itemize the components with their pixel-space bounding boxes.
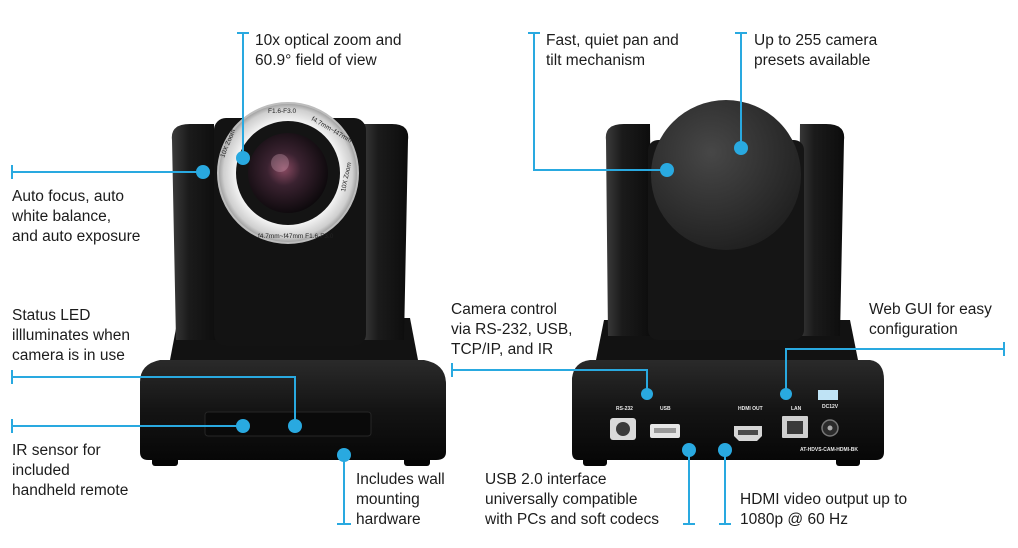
rear-camera: RS-232 USB HDMI OUT LAN DC12V AT-HDVS-CA… [572, 100, 884, 466]
leader-status-led [12, 376, 296, 426]
callout-line: illluminates when [12, 327, 131, 344]
callout-pan-tilt: Fast, quiet pan and tilt mechanism [546, 31, 679, 71]
svg-text:LAN: LAN [791, 406, 802, 412]
callout-line: universally compatible [485, 491, 638, 508]
svg-text:F1.6-F3.0: F1.6-F3.0 [268, 108, 297, 115]
callout-line: with PCs and soft codecs [485, 511, 660, 528]
front-camera: F1.6-F3.0 f4.7mm~f47mm 10X Zoom f4.7mm~f… [140, 102, 446, 466]
callout-line: Includes wall [356, 471, 445, 488]
callout-camera-control: Camera control via RS-232, USB, TCP/IP, … [451, 300, 572, 360]
svg-text:USB: USB [660, 406, 671, 412]
svg-text:f4.7mm~f47mm F1.6-F3.0: f4.7mm~f47mm F1.6-F3.0 [258, 233, 334, 240]
ir-window [204, 411, 372, 437]
callout-line: 10x optical zoom and [255, 32, 402, 49]
callout-line: Camera control [451, 301, 557, 318]
callout-line: handheld remote [12, 482, 129, 499]
callout-wall-mount: Includes wall mounting hardware [356, 470, 445, 530]
callout-status-led: Status LED illluminates when camera is i… [12, 306, 130, 366]
callout-dots [196, 141, 792, 462]
svg-text:RS-232: RS-232 [616, 406, 633, 412]
callout-line: 1080p @ 60 Hz [740, 511, 848, 528]
dot-auto-focus [196, 165, 210, 179]
callout-line: configuration [869, 321, 958, 338]
callout-line: presets available [754, 52, 871, 69]
dot-presets [734, 141, 748, 155]
leader-pan-tilt [533, 33, 667, 171]
callout-line: via RS-232, USB, [451, 321, 573, 338]
dot-camera-control [641, 388, 653, 400]
callout-line: white balance, [12, 208, 112, 225]
callout-line: IR sensor for [12, 442, 101, 459]
front-arm-right [362, 124, 409, 340]
leader-camera-control [452, 369, 648, 394]
svg-text:AT-HDVS-CAM-HDMI-BK: AT-HDVS-CAM-HDMI-BK [800, 447, 858, 453]
dot-ir-sensor [236, 419, 250, 433]
callout-usb-interface: USB 2.0 interface universally compatible… [485, 470, 659, 530]
callout-line: USB 2.0 interface [485, 471, 607, 488]
callout-line: Up to 255 camera [754, 32, 878, 49]
callout-auto-focus: Auto focus, auto white balance, and auto… [12, 187, 140, 247]
rear-port-labels: RS-232 USB HDMI OUT LAN DC12V AT-HDVS-CA… [616, 404, 858, 453]
svg-text:DC12V: DC12V [822, 404, 839, 410]
callout-line: Fast, quiet pan and [546, 32, 679, 49]
callout-line: included [12, 462, 70, 479]
rear-disc [651, 100, 801, 250]
callout-line: tilt mechanism [546, 52, 646, 69]
rear-arm-left [605, 124, 652, 336]
dot-wall-mount [337, 448, 351, 462]
dot-status-led [288, 419, 302, 433]
front-base [140, 360, 446, 460]
callout-lines [11, 32, 1005, 525]
callout-optical-zoom: 10x optical zoom and 60.9° field of view [255, 31, 401, 71]
callout-line: HDMI video output up to [740, 491, 908, 508]
leader-web-gui [785, 348, 1004, 394]
svg-text:HDMI OUT: HDMI OUT [738, 406, 763, 412]
dot-optical-zoom [236, 151, 250, 165]
rear-arm-right [798, 124, 845, 336]
dot-pan-tilt [660, 163, 674, 177]
callout-line: TCP/IP, and IR [451, 341, 554, 358]
callout-line: Web GUI for easy [869, 301, 992, 318]
dot-hdmi [718, 443, 732, 457]
callout-line: Status LED [12, 307, 91, 324]
callout-line: 60.9° field of view [255, 52, 377, 69]
callout-line: and auto exposure [12, 228, 141, 245]
callout-line: Auto focus, auto [12, 188, 125, 205]
callout-line: camera is in use [12, 347, 125, 364]
dot-usb [682, 443, 696, 457]
callout-presets: Up to 255 camera presets available [754, 31, 877, 71]
dot-web-gui [780, 388, 792, 400]
callout-line: mounting [356, 491, 420, 508]
rear-sticker [818, 390, 838, 400]
callout-ir-sensor: IR sensor for included handheld remote [12, 441, 128, 501]
callout-web-gui: Web GUI for easy configuration [869, 300, 992, 340]
lens-glass [248, 133, 328, 213]
front-arm-left [171, 124, 220, 340]
callout-hdmi-output: HDMI video output up to 1080p @ 60 Hz [740, 490, 907, 530]
callout-line: hardware [356, 511, 421, 528]
